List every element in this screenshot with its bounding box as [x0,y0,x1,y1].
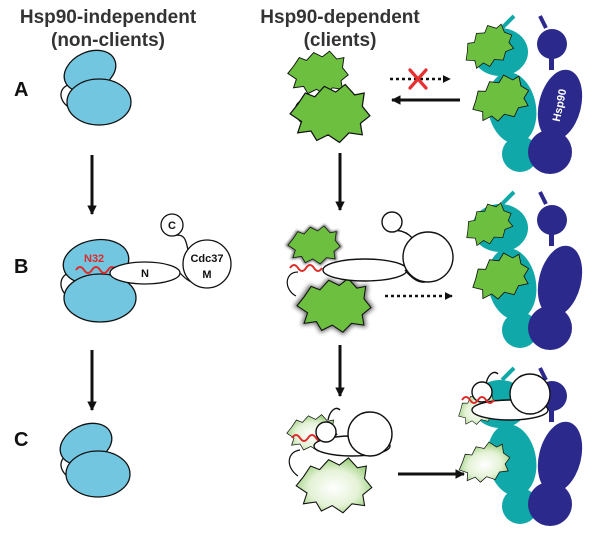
cdc37-left [109,213,232,289]
header-left-line2: (non-clients) [51,30,165,51]
n32-peptide-left [75,266,117,274]
cdc37-right-c [471,371,551,421]
hsp90-complex-c [453,366,583,526]
header-left-line1: Hsp90-independent [20,7,197,28]
n32-peptide-right-c [461,396,495,404]
row-label-a: A [14,79,28,101]
n32-peptide-mid-b [289,264,323,272]
hsp90-navy-protomer-a [528,15,583,174]
nonclient-kinase-a [60,49,132,126]
n32-peptide-mid-c [291,434,325,442]
cdc37-mid-b [322,211,454,283]
header-right-line2: (clients) [304,30,377,51]
cdc37-c-label-left: C [168,220,176,232]
cdc37-m-label: M [202,269,211,281]
client-kinase-a [287,50,371,144]
client-kinase-c [286,414,373,514]
cdc37-name-label: Cdc37 [190,253,223,265]
row-label-c: C [14,429,28,451]
header-right-line1: Hsp90-dependent [260,7,420,28]
row-label-b: B [14,256,28,278]
cdc37-n-label-left: N [141,268,149,280]
cdc37-mid-c [313,407,393,457]
red-x-icon [408,68,428,90]
hsp90-complex-b [457,190,583,350]
hsp90-complex-a: Hsp90 [456,14,583,174]
nonclient-kinase-c [59,422,131,498]
client-kinase-b [285,224,374,335]
n32-label: N32 [84,253,104,265]
